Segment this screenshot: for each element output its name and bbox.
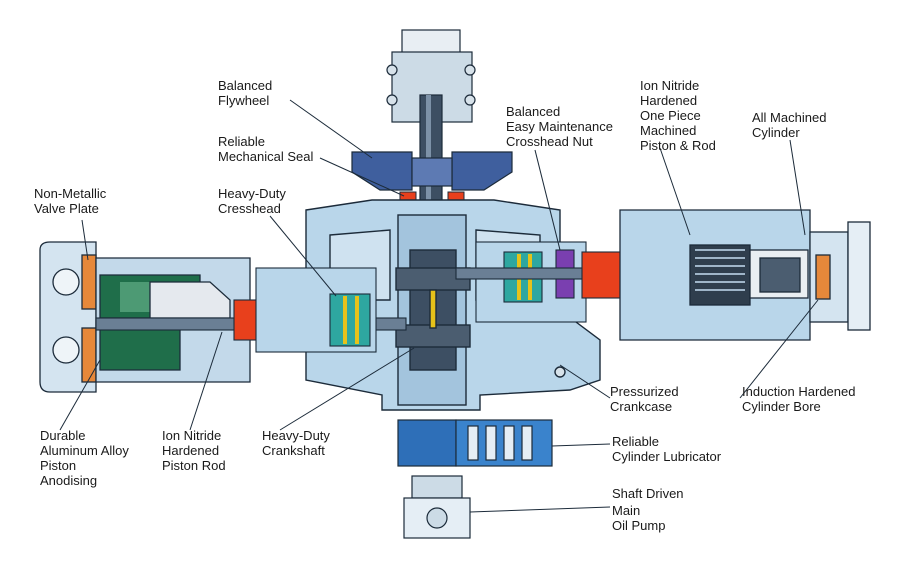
cylinder-lubricator — [397, 419, 553, 467]
left-cylinder-head — [39, 241, 97, 393]
right-cylinder-head — [809, 221, 871, 331]
right-crosshead — [475, 241, 587, 323]
leader-lines — [59, 99, 819, 513]
flywheel — [351, 151, 513, 191]
left-crosshead — [255, 267, 377, 353]
oil-pump — [403, 475, 471, 539]
right-cylinder — [619, 209, 811, 341]
